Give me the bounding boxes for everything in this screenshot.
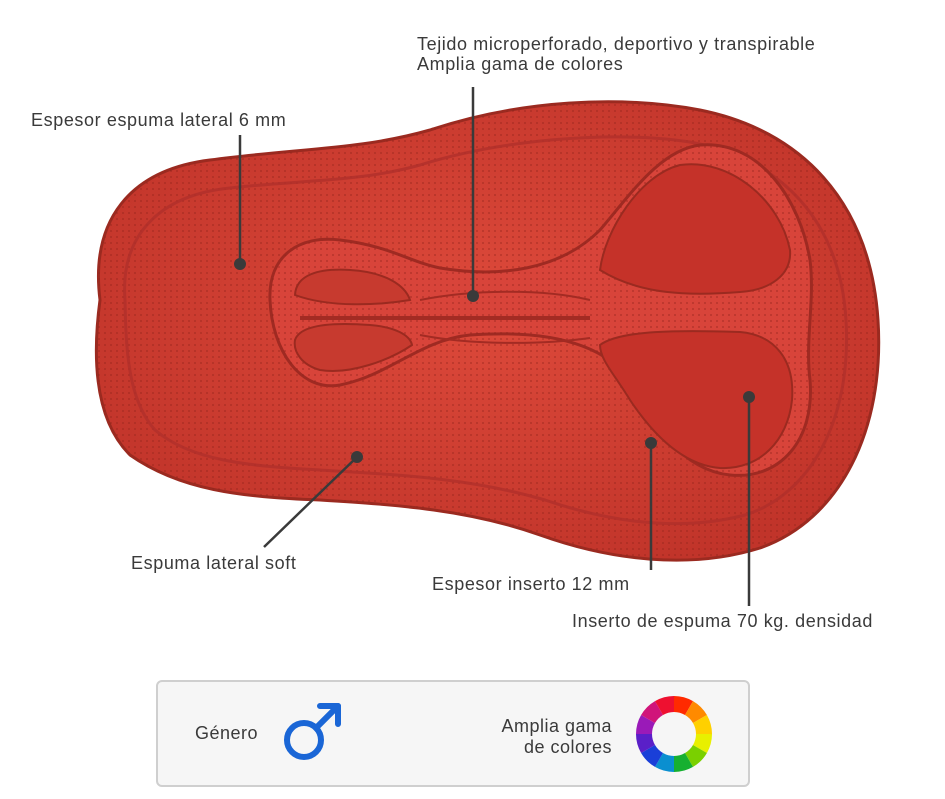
leader-lines — [234, 87, 755, 606]
callout-fabric-line2: Amplia gama de colores — [417, 54, 624, 74]
anchor-foam-density — [743, 391, 755, 403]
rear-left-cushion-lower — [293, 322, 414, 372]
anchor-lateral-soft — [351, 451, 363, 463]
lateral-foam-rim — [123, 135, 849, 526]
front-lower-cushion — [598, 330, 794, 470]
male-symbol-icon — [284, 703, 341, 760]
leader-lateral-soft — [263, 456, 358, 548]
rear-left-cushion — [293, 268, 412, 306]
callout-lateral-soft: Espuma lateral soft — [131, 553, 297, 573]
front-upper-cushion — [598, 163, 792, 295]
central-rib-shadow — [419, 290, 591, 344]
callout-foam-density: Inserto de espuma 70 kg. densidad — [572, 611, 873, 631]
colors-label-line1: Amplia gama — [501, 716, 612, 736]
chamois-pad — [94, 100, 881, 562]
anchor-lateral-thickness — [234, 258, 246, 270]
gender-label: Género — [195, 723, 259, 743]
color-wheel-icon — [636, 696, 712, 772]
colors-label: Amplia gama de colores — [478, 716, 612, 758]
legend-panel: Género Amplia gama de colores — [156, 680, 750, 787]
callout-lateral-thickness: Espesor espuma lateral 6 mm — [31, 110, 287, 130]
callout-fabric-line1: Tejido microperforado, deportivo y trans… — [417, 34, 816, 54]
callout-insert-thickness: Espesor inserto 12 mm — [432, 574, 630, 594]
anchor-insert-thickness — [645, 437, 657, 449]
colors-label-line2: de colores — [523, 737, 612, 757]
anchor-fabric — [467, 290, 479, 302]
